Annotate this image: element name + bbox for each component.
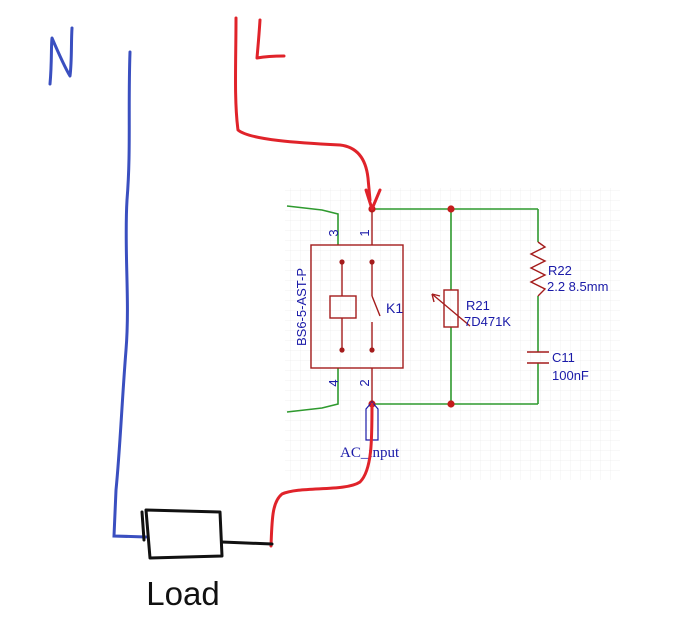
pin4-wire xyxy=(286,368,339,413)
varistor-value: 7D471K xyxy=(464,314,511,329)
relay-k1 xyxy=(310,209,404,404)
relay-pin-2: 2 xyxy=(357,379,372,386)
relay-pin-1: 1 xyxy=(357,229,372,236)
load xyxy=(140,508,274,560)
relay-pin-3: 3 xyxy=(326,229,341,236)
live-wire-top xyxy=(234,16,382,211)
resistor-r22 xyxy=(529,241,547,297)
relay-body xyxy=(310,244,404,369)
varistor-arrow xyxy=(431,293,471,327)
capacitor-designator: C11 xyxy=(552,350,575,365)
relay-part-number: BS6-5-AST-P xyxy=(294,268,309,346)
load-box xyxy=(144,508,224,560)
load-right-lead xyxy=(220,540,274,546)
junction-top-varistor xyxy=(447,205,455,213)
capacitor-c11 xyxy=(527,351,549,364)
live-wire-bottom xyxy=(269,402,374,548)
capacitor-value: 100nF xyxy=(552,368,589,383)
net-label-port xyxy=(365,401,379,441)
varistor-arrowhead xyxy=(431,293,441,303)
neutral-wire xyxy=(112,50,148,539)
relay-contact-dots xyxy=(339,259,375,353)
varistor-designator: R21 xyxy=(466,298,490,313)
pin3-wire xyxy=(286,205,339,245)
varistor-r21 xyxy=(431,289,471,328)
schematic-grid xyxy=(285,188,620,480)
neutral-letter xyxy=(48,26,74,86)
neutral-label: N xyxy=(44,79,45,81)
relay-designator: K1 xyxy=(386,300,403,316)
load-label: Load xyxy=(146,575,219,612)
resistor-designator: R22 xyxy=(548,263,572,278)
relay-coil xyxy=(329,295,357,319)
varistor-body xyxy=(443,289,459,328)
resistor-value: 2.2 8.5mm xyxy=(547,279,608,294)
load-box-edge xyxy=(140,510,146,542)
relay-contact-blade xyxy=(371,295,381,317)
schematic-wires xyxy=(286,205,539,413)
junction-bottom-varistor xyxy=(447,400,455,408)
live-letter xyxy=(255,18,286,60)
relay-pin-4: 4 xyxy=(326,379,341,386)
